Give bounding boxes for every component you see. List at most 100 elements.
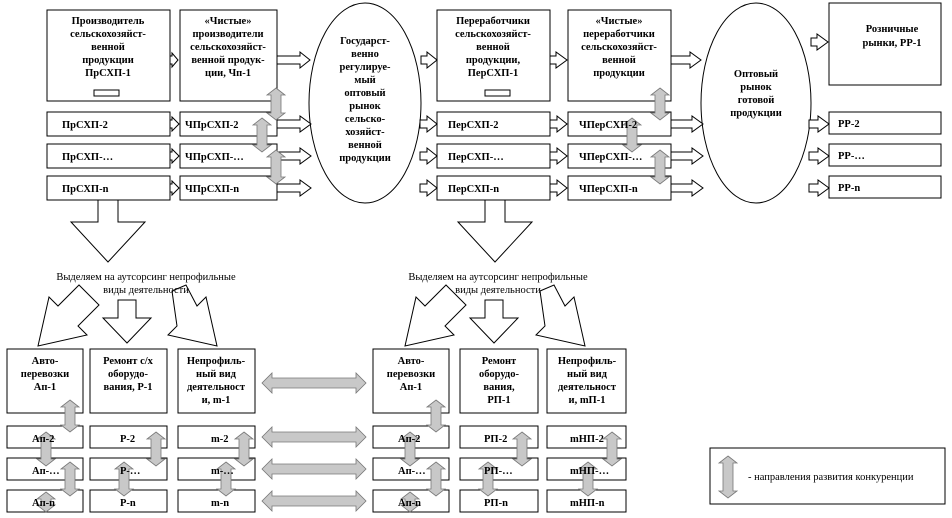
transport-row-label: Ап-2 <box>398 434 420 445</box>
processors-label: венной <box>476 42 510 53</box>
flow-arrow-icon <box>670 51 702 69</box>
competition-double-arrow-icon <box>261 372 367 394</box>
repair-label: РП-1 <box>487 395 510 406</box>
repair-row-label: Р-n <box>120 498 136 509</box>
clean-processors-row-label: ЧПерСХП-… <box>579 152 642 163</box>
legend-label: - направления развития конкуренции <box>748 472 914 483</box>
competition-double-arrow-icon <box>261 458 367 480</box>
other-main-box <box>177 348 256 414</box>
other-activity-label: деятельност <box>187 382 246 393</box>
state-market-label: продукции <box>339 153 391 164</box>
transport-label: Авто- <box>398 356 425 367</box>
outsourcing-label: виды деятельности <box>103 285 189 296</box>
other-activity-label: ный вид <box>567 369 608 380</box>
other-row-box <box>546 425 627 449</box>
competition-double-arrow-icon <box>113 461 135 497</box>
repair-row-label: РП-2 <box>484 434 507 445</box>
repair-row-label: РП-… <box>484 466 513 477</box>
other-activity-row-label: mНП-n <box>570 498 605 509</box>
clean-processors-row-label: ЧПерСХП-n <box>579 184 638 195</box>
competition-double-arrow-icon <box>577 461 599 497</box>
processors-row-label: ПерСХП-n <box>448 184 499 195</box>
state-market-label: оптовый <box>344 88 385 99</box>
clean-producers-row-label: ЧПрСХП-2 <box>185 120 239 131</box>
clean-producers-label: венной продук- <box>191 55 265 66</box>
competition-double-arrow-icon <box>261 426 367 448</box>
state-market-label: венной <box>348 140 382 151</box>
competition-double-arrow-icon <box>477 461 499 497</box>
clean-producers-row-box <box>179 175 278 201</box>
other-activity-row-label: m-… <box>211 466 234 477</box>
flow-arrow-icon <box>276 115 312 133</box>
repair-label: вания, Р-1 <box>103 382 152 393</box>
flow-arrow-icon <box>169 115 180 133</box>
competition-double-arrow-icon <box>265 149 287 185</box>
split-arrow-icon <box>535 284 586 347</box>
split-arrow-icon <box>468 299 520 344</box>
clean-producers-row-label: ЧПрСХП-… <box>185 152 244 163</box>
split-arrow-icon <box>37 284 100 347</box>
processors-marker <box>484 89 511 97</box>
flow-arrow-icon <box>419 146 438 166</box>
other-activity-label: деятельност <box>558 382 617 393</box>
other-activity-row-label: m-n <box>211 498 229 509</box>
flow-arrow-icon <box>808 147 830 165</box>
other-activity-label: Непрофиль- <box>558 356 617 367</box>
state-market-label: рынок <box>349 101 381 112</box>
processors-label: сельскохозяйст- <box>455 29 531 40</box>
outsourcing-label: виды деятельности <box>455 285 541 296</box>
flow-arrow-icon <box>808 179 830 197</box>
producers-label: венной <box>91 42 125 53</box>
clean-producers-label: ции, Чп-1 <box>205 68 251 79</box>
other-activity-row-label: mНП-2 <box>570 434 604 445</box>
repair-row-label: РП-n <box>484 498 508 509</box>
repair-main-box <box>89 348 168 414</box>
flow-arrow-icon <box>670 179 704 197</box>
processors-label: Переработчики <box>456 16 530 27</box>
repair-label: оборудо- <box>108 369 148 380</box>
producers-row-box <box>46 143 171 169</box>
flow-arrow-icon <box>419 178 438 198</box>
flow-arrow-icon <box>276 50 311 70</box>
producers-label: сельскохозяйст- <box>70 29 146 40</box>
retail-label: рынки, РР-1 <box>862 38 921 49</box>
transport-row-label: Ап-n <box>398 498 421 509</box>
transport-label: Авто- <box>32 356 59 367</box>
transport-row-label: Ап-… <box>32 466 60 477</box>
transport-label: Ап-1 <box>400 382 422 393</box>
clean-processors-label: венной <box>602 55 636 66</box>
competition-double-arrow-icon <box>59 461 81 497</box>
text-layer: Производительсельскохозяйст-веннойпродук… <box>21 16 922 509</box>
clean-producers-row-label: ЧПрСХП-n <box>185 184 239 195</box>
clean-processors-label: продукции <box>593 68 645 79</box>
repair-row-box <box>89 425 168 449</box>
flow-arrow-icon <box>549 178 568 198</box>
wholesale-market-ellipse <box>700 2 812 204</box>
row-flow-arrows <box>169 114 830 198</box>
flow-arrow-icon <box>419 114 438 134</box>
processors-row-box <box>436 175 551 201</box>
competition-double-arrow-icon <box>59 399 81 433</box>
processors-main-box <box>436 9 551 102</box>
transport-row-label: Ап-n <box>32 498 55 509</box>
clean-processors-label: «Чистые» <box>596 16 643 27</box>
competition-double-arrow-icon <box>511 431 533 467</box>
clean-producers-label: производители <box>192 29 263 40</box>
retail-row-label: РР-2 <box>838 119 860 130</box>
processors-label: продукции, <box>466 55 521 66</box>
producers-row-label: ПрСХП-2 <box>62 120 108 131</box>
clean-producers-label: сельскохозяйст- <box>190 42 266 53</box>
flow-arrow-icon <box>670 115 704 133</box>
transport-row-label: Ап-… <box>398 466 426 477</box>
repair-label: Ремонт с/х <box>103 356 154 367</box>
repair-row-label: Р-2 <box>120 434 135 445</box>
other-activity-row-label: mНП-… <box>570 466 609 477</box>
competition-double-arrow-icon <box>265 87 287 121</box>
retail-label: Розничные <box>866 24 919 35</box>
retail-row-label: РР-n <box>838 183 860 194</box>
outsourcing-down-arrow-icon <box>69 199 147 263</box>
producers-label: продукции <box>82 55 134 66</box>
other-row-box <box>177 425 256 449</box>
wholesale-market-label: Оптовый <box>734 69 778 80</box>
